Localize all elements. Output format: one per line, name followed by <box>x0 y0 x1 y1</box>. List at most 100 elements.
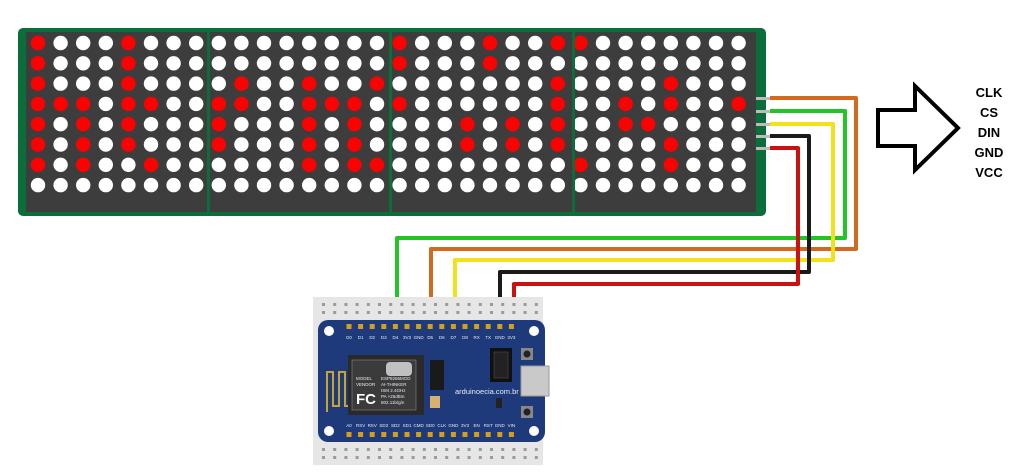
top-pin-label: D2 <box>369 335 375 340</box>
led-on <box>573 157 588 172</box>
wires <box>395 96 858 322</box>
led-off <box>53 157 68 172</box>
led-off <box>369 56 385 71</box>
top-pin-label: GND <box>414 335 425 340</box>
breadboard-hole <box>422 303 426 306</box>
header-pin-bottom <box>462 432 468 437</box>
pin-label-gnd: GND <box>975 145 1004 160</box>
breadboard-hole <box>490 456 493 459</box>
led-off <box>731 76 746 91</box>
led-off <box>595 177 611 193</box>
led-off <box>618 157 633 172</box>
led-off <box>686 96 701 112</box>
led-on <box>347 137 362 152</box>
led-off <box>708 137 724 152</box>
led-on <box>573 35 588 51</box>
arrow-icon <box>876 81 961 175</box>
led-off <box>189 137 204 152</box>
led-off <box>189 96 204 112</box>
led-off <box>392 76 407 91</box>
led-off <box>460 177 475 193</box>
led-off <box>279 35 294 51</box>
led-off <box>708 177 724 193</box>
led-off <box>302 177 317 193</box>
led-on <box>550 96 565 112</box>
breadboard-hole <box>344 456 348 459</box>
led-off <box>234 137 249 152</box>
breadboard-hole <box>456 456 460 459</box>
led-off <box>279 117 294 132</box>
header-pin-top <box>427 324 433 329</box>
header-pin-top <box>358 324 364 329</box>
wire-vcc <box>512 146 800 322</box>
breadboard-hole <box>445 456 449 459</box>
led-on <box>234 76 249 91</box>
led-off <box>505 96 520 112</box>
led-off <box>437 157 452 172</box>
header-pin-top <box>369 324 375 329</box>
led-off <box>641 137 656 152</box>
led-off <box>279 96 294 112</box>
led-off <box>686 117 701 132</box>
header-pin-bottom <box>381 432 387 437</box>
led-off <box>302 56 317 71</box>
led-off <box>437 56 452 71</box>
breadboard-holes <box>322 303 538 459</box>
bottom-pin-label: VIN <box>508 423 516 428</box>
led-off <box>166 157 181 172</box>
led-off <box>76 56 91 71</box>
led-off <box>143 177 159 193</box>
bottom-pin-label: SD2 <box>391 423 400 428</box>
led-off <box>618 76 633 91</box>
led-off <box>618 137 633 152</box>
breadboard-hole <box>534 303 538 306</box>
led-off <box>686 76 701 91</box>
led-off <box>437 96 452 112</box>
breadboard-hole <box>422 456 426 459</box>
led-off <box>641 35 656 51</box>
led-off <box>53 177 68 193</box>
module-vendor-label: VENDOR <box>356 382 376 387</box>
led-off <box>324 117 339 132</box>
led-on <box>234 96 249 112</box>
led-off <box>482 76 498 91</box>
breadboard-hole <box>434 448 437 451</box>
led-on <box>53 96 68 112</box>
led-off <box>392 137 407 152</box>
led-off <box>686 157 701 172</box>
led-off <box>53 117 68 132</box>
led-on <box>663 96 678 112</box>
led-off <box>143 117 159 132</box>
top-pin-label: D6 <box>439 335 445 340</box>
led-on <box>30 56 46 71</box>
led-off <box>324 137 339 152</box>
led-off <box>415 76 430 91</box>
led-off <box>505 76 520 91</box>
led-off <box>708 117 724 132</box>
top-pin-label: D7 <box>451 335 457 340</box>
breadboard-hole <box>411 311 415 314</box>
led-off <box>686 137 701 152</box>
led-off <box>595 137 611 152</box>
led-off <box>731 177 746 193</box>
led-on <box>302 157 317 172</box>
led-on <box>211 137 226 152</box>
led-off <box>302 35 317 51</box>
breadboard-hole <box>501 456 505 459</box>
led-off <box>482 96 498 112</box>
led-off <box>415 96 430 112</box>
led-off <box>369 96 385 112</box>
led-on <box>302 117 317 132</box>
breadboard-hole <box>501 303 505 306</box>
led-off <box>573 117 588 132</box>
led-off <box>528 137 543 152</box>
led-off <box>121 157 136 172</box>
breadboard-hole <box>512 456 516 459</box>
led-off <box>415 56 430 71</box>
breadboard-hole <box>344 311 348 314</box>
led-on <box>121 96 136 112</box>
led-off <box>618 56 633 71</box>
header-pin-bottom <box>404 432 410 437</box>
led-off <box>189 56 204 71</box>
